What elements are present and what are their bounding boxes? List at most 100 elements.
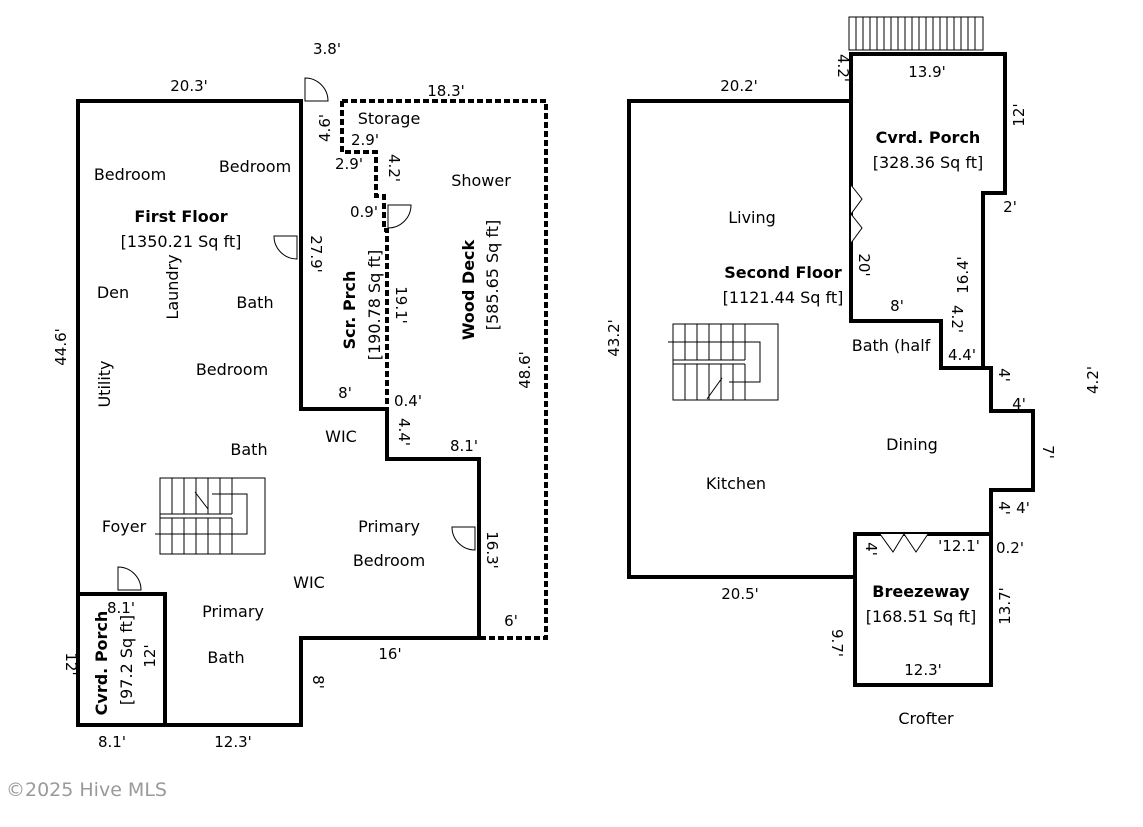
room-dining: Dining	[886, 435, 938, 454]
dim-scr-v: 27.9'	[307, 235, 325, 273]
first-floor-plan	[76, 77, 548, 727]
dim2-brz-right: 13.7'	[996, 587, 1014, 625]
dim-storage-v: 4.2'	[385, 154, 403, 182]
first-floor-stairs	[155, 477, 266, 555]
scr-porch-area: [190.78 Sq ft]	[365, 250, 384, 361]
dim-gap: 0.9'	[350, 203, 378, 221]
dim-bottom-v: 8'	[309, 675, 327, 689]
dim2-right-v: 16.4'	[954, 256, 972, 294]
breezeway-area: [168.51 Sq ft]	[866, 607, 977, 626]
door-cvrd-porch	[117, 566, 142, 591]
second-floor-area: [1121.44 Sq ft]	[723, 288, 844, 307]
dim2-brz-4: 4'	[862, 542, 880, 556]
dim2-far-right: 4.2'	[1084, 366, 1102, 394]
dim-primary-v: 16.3'	[483, 531, 501, 569]
room-wic-lower: WIC	[293, 573, 325, 592]
second-floor-plan	[627, 16, 1035, 687]
room-foyer: Foyer	[102, 517, 147, 536]
room-bath-half: Bath (half	[852, 336, 931, 355]
room-wic-upper: WIC	[325, 427, 357, 446]
door-shower	[387, 204, 412, 229]
first-cvrd-porch-area: [97.2 Sq ft]	[117, 615, 136, 705]
first-floor-area: [1350.21 Sq ft]	[121, 232, 242, 251]
dim2-dining-7: 7'	[1039, 445, 1057, 459]
dim-porch-out: 12'	[62, 652, 80, 675]
room-living: Living	[728, 208, 776, 227]
dim-deck-bottom: 6'	[504, 612, 518, 630]
dim2-living-v: 20'	[855, 253, 873, 276]
room-primary-bedroom-1: Primary	[358, 517, 420, 536]
door-top	[304, 77, 329, 102]
scr-porch-title: Scr. Prch	[340, 271, 359, 350]
dim2-porch-side: 4.2'	[834, 54, 852, 82]
second-floor-outer-wall	[627, 99, 1035, 579]
bifold-door-living	[850, 184, 863, 244]
dim2-bath-4-4: 4.4'	[948, 346, 976, 364]
dim-storage-w1: 2.9'	[351, 131, 379, 149]
dim2-bath-w: 8'	[890, 297, 904, 315]
room-shower: Shower	[451, 171, 511, 190]
dim2-porch-top: 13.9'	[908, 63, 946, 81]
dim2-brz-12-1: '12.1'	[938, 537, 980, 555]
room-den: Den	[97, 283, 129, 302]
first-floor-labels: First Floor [1350.21 Sq ft] Bedroom Bedr…	[52, 40, 534, 751]
dim-porch-top: 8.1'	[107, 599, 135, 617]
room-kitchen: Kitchen	[706, 474, 766, 493]
room-primary-bath-2: Bath	[207, 648, 244, 667]
dim-left-height: 44.6'	[52, 328, 70, 366]
room-primary-bedroom-2: Bedroom	[353, 551, 425, 570]
room-utility: Utility	[95, 360, 114, 407]
first-floor-title: First Floor	[134, 207, 227, 226]
dim-wic-v: 4.4'	[395, 418, 413, 446]
breezeway-title: Breezeway	[872, 582, 970, 601]
dim2-porch-right: 12'	[1010, 103, 1028, 126]
dim-storage-side: 4.6'	[316, 114, 334, 142]
dim2-brz-0-2: 0.2'	[996, 539, 1024, 557]
wood-deck-title: Wood Deck	[459, 239, 478, 340]
dim2-step-4d: 4'	[1016, 499, 1030, 517]
dim2-left-height: 43.2'	[605, 319, 623, 357]
storage-wall	[340, 101, 389, 409]
dim2-step-4c: 4'	[995, 501, 1013, 515]
dim2-bottom: 20.5'	[721, 585, 759, 603]
dim-deck-height: 48.6'	[516, 351, 534, 389]
second-floor-title: Second Floor	[724, 263, 842, 282]
second-cvrd-porch-title: Cvrd. Porch	[876, 128, 981, 147]
dim-small: 0.4'	[394, 392, 422, 410]
door-primary	[451, 526, 476, 551]
wood-deck-outline	[342, 99, 548, 640]
watermark: ©2025 Hive MLS	[6, 779, 167, 801]
room-primary-bath-1: Primary	[202, 602, 264, 621]
dim2-step-4a: 4'	[995, 368, 1013, 382]
second-floor-stairs	[668, 323, 779, 401]
room-bedroom-mid: Bedroom	[196, 360, 268, 379]
room-bath-upper: Bath	[236, 293, 273, 312]
second-floor-labels: Second Floor [1121.44 Sq ft] Living Bath…	[605, 54, 1102, 679]
dim-scr-bottom: 8'	[338, 384, 352, 402]
dim-porch-in: 12'	[141, 644, 159, 667]
room-storage: Storage	[358, 109, 421, 128]
bifold-door-breezeway	[879, 533, 929, 553]
porch-steps	[848, 16, 984, 51]
room-bedroom-right: Bedroom	[219, 157, 291, 176]
dim2-brz-bottom: 12.3'	[904, 661, 942, 679]
second-cvrd-porch-area: [328.36 Sq ft]	[873, 153, 984, 172]
dim-bottom-mid: 16'	[378, 645, 401, 663]
wood-deck-area: [585.65 Sq ft]	[483, 220, 502, 331]
dim2-step-4b: 4'	[1012, 395, 1026, 413]
room-laundry: Laundry	[163, 254, 182, 319]
dim-scr-inner: 19.1'	[392, 286, 410, 324]
first-cvrd-porch-wall	[78, 592, 167, 725]
dim-deck-step: 8.1'	[450, 437, 478, 455]
dim2-brz-left: 9.7'	[828, 629, 846, 657]
room-bath-lower: Bath	[230, 440, 267, 459]
crofter-label: Crofter	[898, 709, 954, 728]
dim-first-top-right: 18.3'	[427, 82, 465, 100]
dim-bottom-mid2: 12.3'	[214, 733, 252, 751]
breezeway-wall	[853, 534, 993, 687]
dim-first-top-left: 20.3'	[170, 77, 208, 95]
dim2-top-left: 20.2'	[720, 77, 758, 95]
dim-bottom-left: 8.1'	[98, 733, 126, 751]
first-cvrd-porch-title: Cvrd. Porch	[92, 611, 111, 716]
